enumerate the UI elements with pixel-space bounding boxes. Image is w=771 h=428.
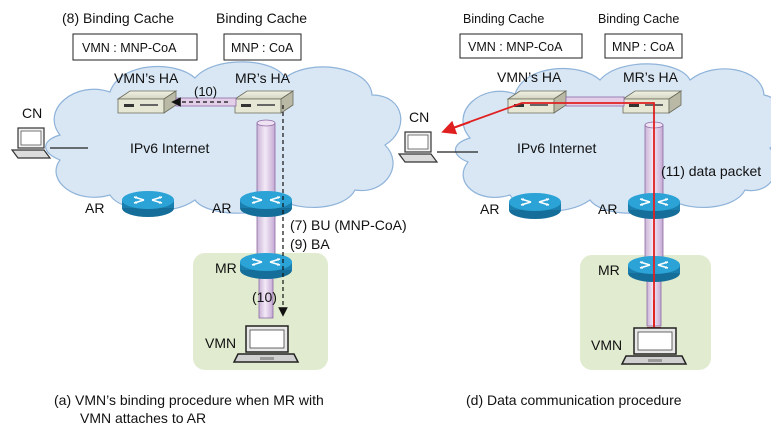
left-panel: (8) Binding Cache Binding Cache VMN : MN… [11, 10, 407, 426]
right-cn-label: CN [409, 109, 429, 125]
right-vmn-label: VMN [591, 337, 622, 353]
left-internet-cloud [45, 61, 402, 214]
left-caption-line1: (a) VMN’s binding procedure when MR with [54, 392, 324, 408]
right-cache1-box [459, 33, 583, 59]
left-bu-label: (7) BU (MNP-CoA) [290, 217, 407, 233]
router-icon [121, 190, 175, 218]
ha-router-icon [117, 90, 177, 114]
right-mr-ha-label: MR’s HA [623, 69, 679, 85]
left-cache1-entry: VMN : MNP-CoA [82, 41, 177, 55]
left-mr-ha-label: MR’s HA [235, 70, 291, 86]
right-vmn-ha-label: VMN’s HA [497, 69, 562, 85]
left-cache1-title: (8) Binding Cache [62, 10, 174, 26]
router-icon [508, 192, 562, 220]
right-internet-label: IPv6 Internet [517, 140, 596, 156]
left-ar1-label: AR [85, 200, 104, 216]
left-caption-line2: VMN attaches to AR [80, 410, 206, 426]
left-tunnel-step: (10) [194, 84, 217, 99]
computer-icon [11, 127, 51, 159]
right-data-arrow-cn [441, 120, 471, 135]
left-vmn-ha-label: VMN’s HA [114, 70, 179, 86]
right-panel: Binding Cache Binding Cache VMN : MNP-Co… [398, 12, 771, 408]
router-icon [239, 252, 293, 280]
left-ba-label: (9) BA [290, 236, 330, 252]
right-ar2-label: AR [598, 201, 617, 217]
ha-router-icon [234, 90, 294, 114]
right-ar1-label: AR [480, 201, 499, 217]
right-cache2-box [604, 33, 683, 59]
left-inner-step: (10) [252, 289, 277, 305]
ha-router-icon [507, 90, 567, 114]
right-internet-cloud [454, 63, 771, 214]
right-ha-tunnel [565, 96, 625, 107]
right-caption: (d) Data communication procedure [466, 392, 682, 408]
left-mr-label: MR [215, 260, 237, 276]
right-cache2-entry: MNP : CoA [612, 40, 675, 54]
left-internet-label: IPv6 Internet [130, 140, 209, 156]
ha-router-icon [622, 90, 682, 114]
left-cache1-box [72, 33, 198, 61]
left-cache2-entry: MNP : CoA [231, 41, 294, 55]
right-data-packet-label: (11) data packet [661, 163, 761, 179]
right-data-path [446, 102, 655, 333]
left-ar2-label: AR [212, 200, 231, 216]
left-vmn-label: VMN [205, 335, 236, 351]
left-cache2-title: Binding Cache [216, 10, 307, 26]
right-cache2-title: Binding Cache [598, 12, 679, 26]
right-mobile-network-zone [580, 255, 711, 370]
left-cache2-box [223, 33, 302, 61]
right-cache1-entry: VMN : MNP-CoA [468, 40, 563, 54]
computer-icon [398, 131, 438, 163]
left-cn-label: CN [22, 105, 42, 121]
right-mr-label: MR [598, 262, 620, 278]
router-icon [239, 190, 293, 218]
left-mr-tunnel [256, 122, 276, 259]
right-cache1-title: Binding Cache [463, 12, 544, 26]
